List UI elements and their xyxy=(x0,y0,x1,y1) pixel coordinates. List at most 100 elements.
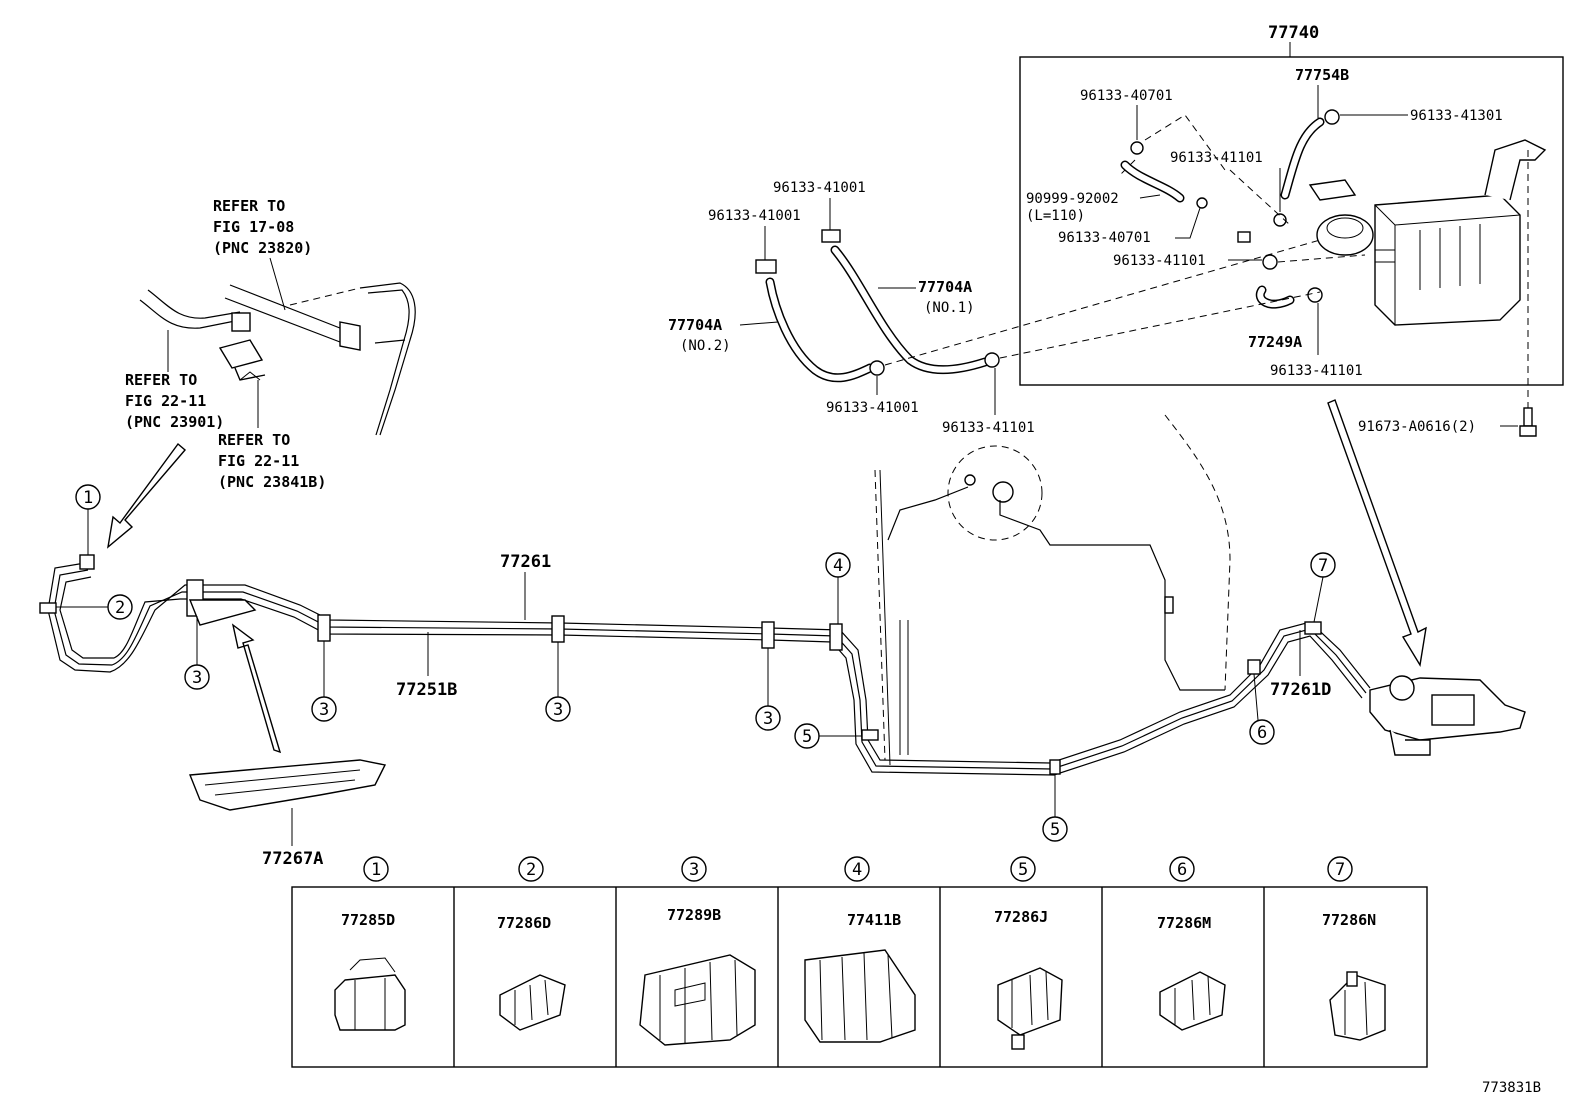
ref3-line2: FIG 22-11 xyxy=(218,452,299,470)
svg-text:3: 3 xyxy=(319,700,329,720)
figure-id: 773831B xyxy=(1482,1080,1541,1096)
legend-index-5: 5 xyxy=(1010,856,1036,882)
svg-text:3: 3 xyxy=(192,668,202,688)
arrow-icon xyxy=(231,623,282,754)
callout-5-a: 5 xyxy=(794,723,862,749)
svg-text:4: 4 xyxy=(852,860,862,880)
connector-icon xyxy=(231,312,251,332)
label-77261: 77261 xyxy=(500,552,551,572)
label-96133-41001-c: 96133-41001 xyxy=(826,400,919,416)
callouts: 1 2 3 3 3 3 4 5 5 6 7 xyxy=(56,484,1336,842)
hose-clamp-icon xyxy=(1273,213,1287,227)
svg-text:6: 6 xyxy=(1177,860,1187,880)
callout-5-b: 5 xyxy=(1042,774,1068,842)
callout-3-d: 3 xyxy=(755,648,781,731)
svg-text:2: 2 xyxy=(526,860,536,880)
label-91673-A0616: 91673-A0616(2) xyxy=(1358,419,1476,435)
clip-77286D-icon xyxy=(499,974,566,1031)
ref1-line2: FIG 17-08 xyxy=(213,218,294,236)
legend-part-77285D: 77285D xyxy=(341,911,395,929)
svg-text:5: 5 xyxy=(802,727,812,747)
ref2-line1: REFER TO xyxy=(125,371,197,389)
assembly-label-77740: 77740 xyxy=(1268,23,1319,43)
hose-clamp-icon xyxy=(1324,109,1340,125)
assembly-box xyxy=(1019,56,1564,386)
label-77704A-no1: 77704A xyxy=(918,278,972,296)
clip-77286N-icon xyxy=(1329,971,1386,1041)
svg-text:1: 1 xyxy=(83,488,93,508)
label-77251B: 77251B xyxy=(396,680,457,700)
label-96133-41101-a: 96133-41101 xyxy=(1170,150,1263,166)
label-77704A-no2: 77704A xyxy=(668,316,722,334)
connector-icon xyxy=(1237,231,1251,243)
legend-part-77286D: 77286D xyxy=(497,914,551,932)
label-77704A-no1-sub: (NO.1) xyxy=(924,300,975,316)
hose-clamp-icon xyxy=(1130,141,1144,155)
shield-77267A xyxy=(189,759,387,811)
clamp-legend-table: 1 2 3 4 5 6 7 77285D 77286D 77289B 77411… xyxy=(291,856,1428,1068)
legend-part-77411B: 77411B xyxy=(847,911,901,929)
label-77249A: 77249A xyxy=(1248,333,1302,351)
svg-text:3: 3 xyxy=(553,700,563,720)
legend-index-1: 1 xyxy=(363,856,389,882)
callout-7: 7 xyxy=(1310,552,1336,623)
label-96133-41001-b: 96133-41001 xyxy=(708,208,801,224)
hose-clamp-icon xyxy=(1307,287,1323,303)
clip-77411B-icon xyxy=(804,949,916,1043)
svg-text:3: 3 xyxy=(763,709,773,729)
label-96133-41101-b: 96133-41101 xyxy=(1113,253,1206,269)
callout-4: 4 xyxy=(825,552,851,624)
label-77704A-no2-sub: (NO.2) xyxy=(680,338,731,354)
hose-clamp-icon xyxy=(869,360,885,376)
arrow-icon xyxy=(106,442,186,549)
label-77754B: 77754B xyxy=(1295,66,1349,84)
svg-text:4: 4 xyxy=(833,556,843,576)
label-96133-41301: 96133-41301 xyxy=(1410,108,1503,124)
legend-index-2: 2 xyxy=(518,856,544,882)
hose-group-77704A: 96133-41001 96133-41001 77704A (NO.1) 77… xyxy=(668,180,1321,436)
mounting-bolt: 91673-A0616(2) xyxy=(1358,150,1537,437)
legend-index-6: 6 xyxy=(1169,856,1195,882)
callout-3-a: 3 xyxy=(184,616,210,690)
svg-text:2: 2 xyxy=(115,598,125,618)
clip-77285D-icon xyxy=(334,957,406,1031)
label-77261D: 77261D xyxy=(1270,680,1331,700)
legend-index-7: 7 xyxy=(1327,856,1353,882)
label-96133-41001-a: 96133-41001 xyxy=(773,180,866,196)
svg-text:5: 5 xyxy=(1050,820,1060,840)
hose-clamp-icon xyxy=(984,352,1000,368)
hose-clamp-icon xyxy=(755,259,777,274)
ref1-line3: (PNC 23820) xyxy=(213,239,312,257)
label-77267A: 77267A xyxy=(262,849,323,869)
callout-3-c: 3 xyxy=(545,642,571,722)
clip-77286J-icon xyxy=(997,967,1063,1050)
reference-area: REFER TO FIG 17-08 (PNC 23820) REFER TO … xyxy=(106,197,416,549)
callout-3-b: 3 xyxy=(311,641,337,722)
label-90999-92002: 90999-92002 xyxy=(1026,191,1119,207)
legend-index-4: 4 xyxy=(844,856,870,882)
charcoal-canister xyxy=(1308,139,1547,326)
label-96133-41101-d: 96133-41101 xyxy=(942,420,1035,436)
hose-clamp-icon xyxy=(1196,197,1208,209)
ref2-line2: FIG 22-11 xyxy=(125,392,206,410)
callout-1: 1 xyxy=(75,484,101,555)
legend-part-77286M: 77286M xyxy=(1157,914,1211,932)
fuel-lines: 77267A 77261 77251B 77261D xyxy=(39,399,1526,869)
svg-text:6: 6 xyxy=(1257,723,1267,743)
label-96133-40701-a: 96133-40701 xyxy=(1080,88,1173,104)
svg-text:7: 7 xyxy=(1335,860,1345,880)
clip-77286M-icon xyxy=(1159,971,1226,1031)
hose-clamp-icon xyxy=(821,229,841,243)
ref3-line1: REFER TO xyxy=(218,431,290,449)
svg-text:5: 5 xyxy=(1018,860,1028,880)
callout-2: 2 xyxy=(56,594,133,620)
ref2-line3: (PNC 23901) xyxy=(125,413,224,431)
clip-77289B-icon xyxy=(639,954,756,1046)
legend-index-3: 3 xyxy=(681,856,707,882)
ref3-line3: (PNC 23841B) xyxy=(218,473,326,491)
label-90999-92002-length: (L=110) xyxy=(1026,208,1085,224)
svg-text:7: 7 xyxy=(1318,556,1328,576)
callout-6: 6 xyxy=(1249,673,1275,745)
legend-part-77286N: 77286N xyxy=(1322,911,1376,929)
